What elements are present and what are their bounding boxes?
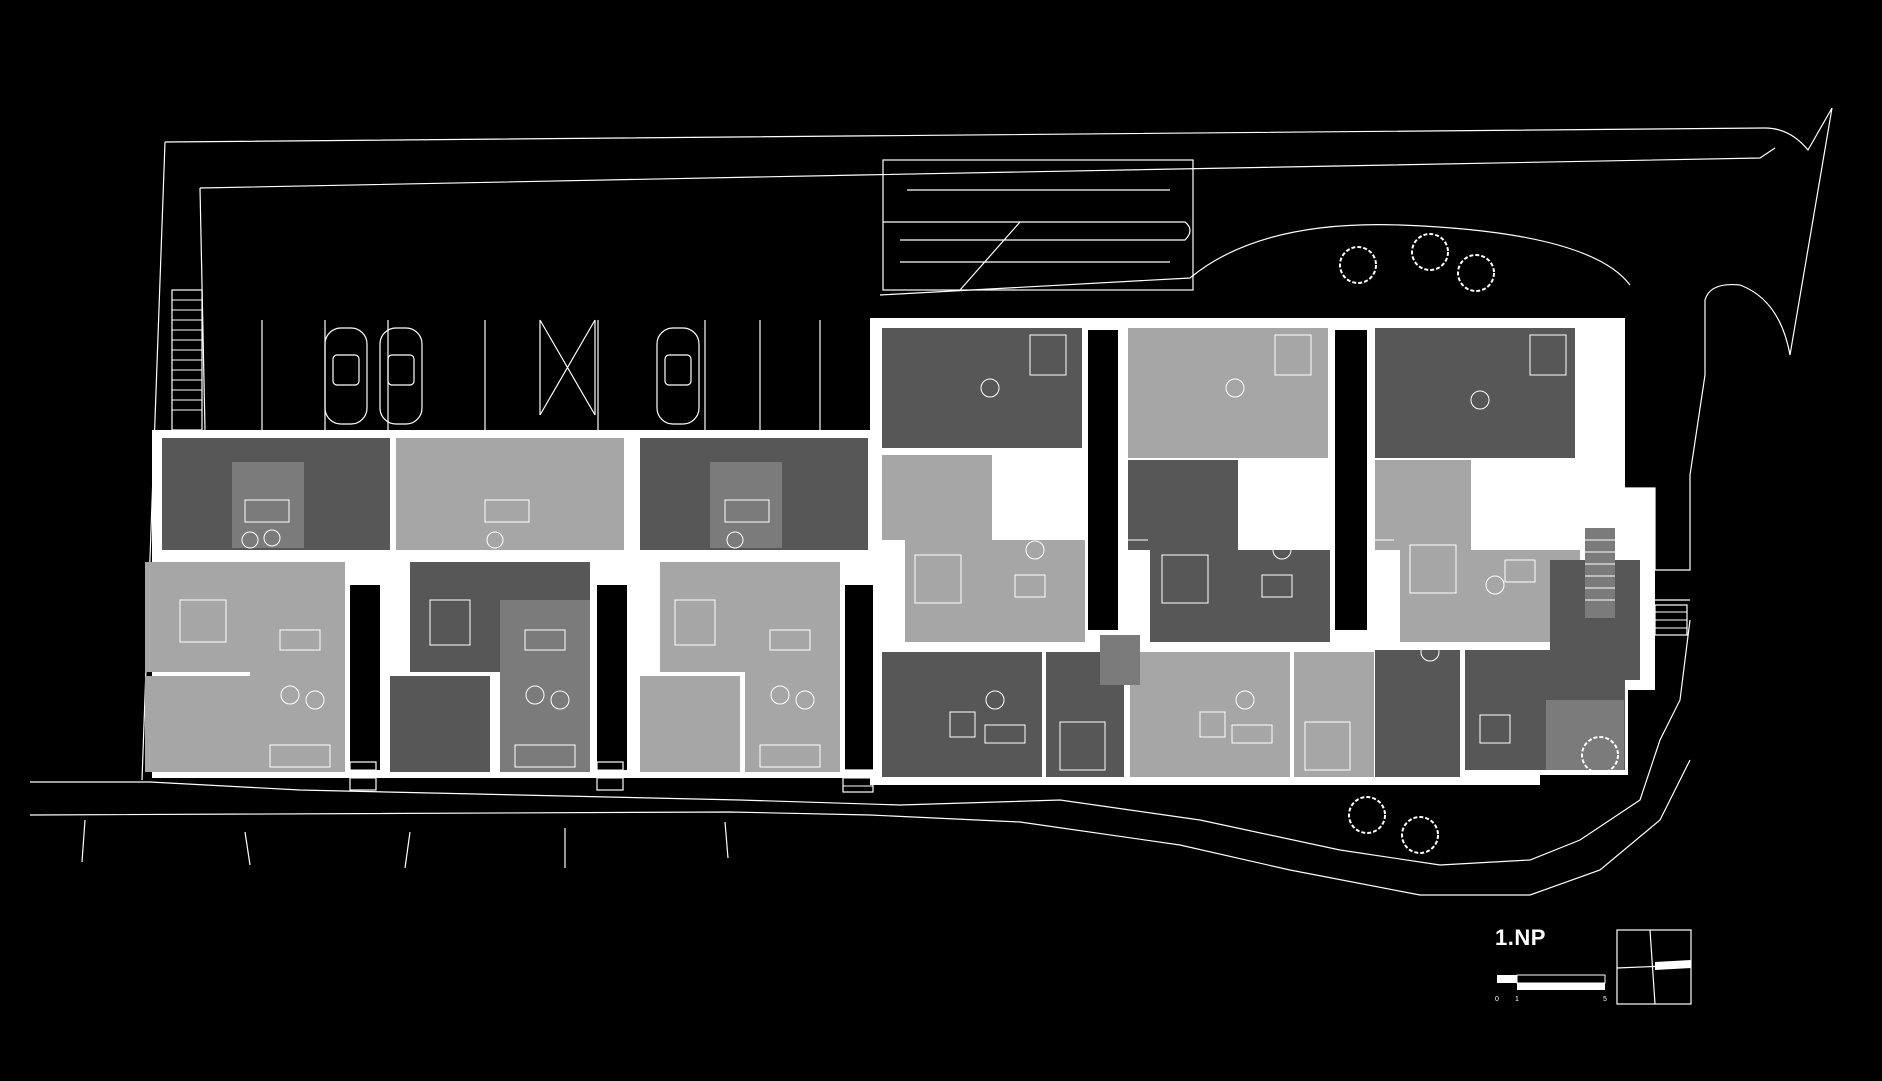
ramp xyxy=(882,159,1194,291)
tree-icon xyxy=(1401,816,1439,854)
scale-bar xyxy=(1497,974,1606,990)
scale-label-5: 5 xyxy=(1603,996,1607,1003)
site-boundary xyxy=(29,107,1833,896)
car-icon xyxy=(656,327,700,425)
north-arrow-icon xyxy=(1616,929,1692,1005)
scale-label-0: 0 xyxy=(1495,996,1499,1003)
scale-label-1: 1 xyxy=(1515,996,1519,1003)
car-icon xyxy=(379,327,423,425)
tree-icon xyxy=(1411,233,1449,271)
floor-label: 1.NP xyxy=(1495,925,1546,950)
car-icon xyxy=(324,327,368,425)
tree-icon xyxy=(1348,796,1386,834)
parking-area xyxy=(199,187,821,431)
tree-icon xyxy=(1457,254,1495,292)
tree-icon xyxy=(1581,736,1619,774)
east-walkway xyxy=(1625,374,1706,636)
tree-icon xyxy=(1339,246,1377,284)
stair-icon xyxy=(383,539,1394,661)
stair-icon xyxy=(171,289,203,431)
building xyxy=(145,318,1655,793)
